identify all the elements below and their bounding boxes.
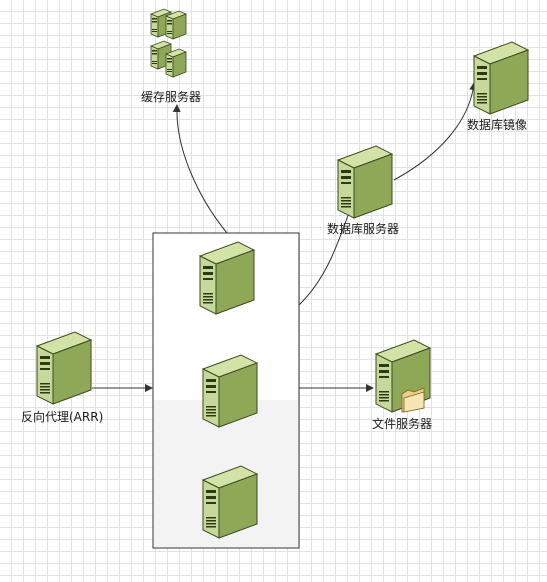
file-server-label: 文件服务器 [372,417,433,431]
db-server-label: 数据库服务器 [327,222,400,236]
server-icon [202,354,258,428]
db-mirror-label: 数据库镜像 [467,118,528,132]
cache-server-label: 缓存服务器 [141,90,202,104]
server-icon [36,331,92,405]
connector-db-to-mirror [393,82,478,181]
connector-web-to-db [298,204,353,306]
file-server-icon [375,339,431,413]
server-icon [199,241,255,315]
proxy-label: 反向代理(ARR) [21,410,104,424]
connector-web-to-cache [172,104,228,234]
server-cluster-icon [150,8,187,78]
server-icon [337,145,393,219]
server-icon [202,465,258,539]
server-icon [473,41,529,115]
